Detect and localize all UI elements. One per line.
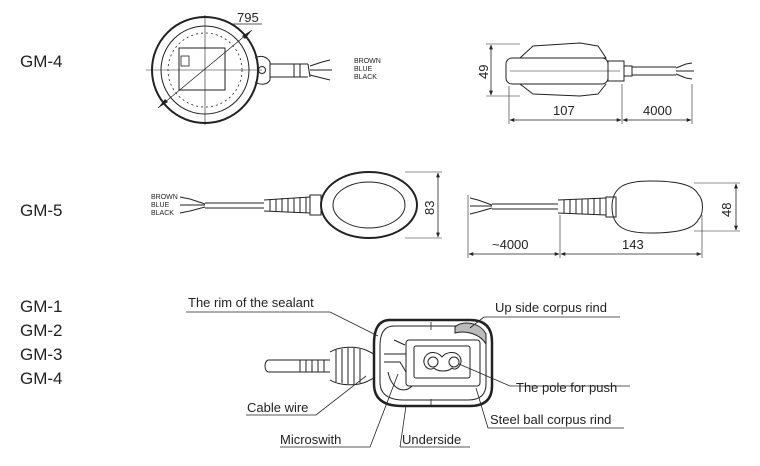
label-microswitch: Microswith [280, 432, 341, 447]
model-list-item-3: GM-3 [20, 345, 63, 364]
gm4-top-view [146, 15, 332, 125]
gm4-height-dim: 49 [476, 65, 491, 79]
gm4-diameter-dim: 795 [237, 10, 259, 25]
label-underside: Underside [402, 432, 461, 447]
section-view [186, 311, 630, 448]
gm5-top-height-dim: 83 [422, 201, 437, 215]
gm5-side-height-dim: 48 [719, 203, 734, 217]
gm4-cable-dim: 4000 [643, 103, 672, 118]
gm5-side-view [467, 180, 740, 258]
gm4-side-view [486, 42, 694, 124]
gm4-length-dim: 107 [553, 103, 575, 118]
label-up-side-corpus-rind: Up side corpus rind [495, 300, 607, 315]
gm5-wire-blue: BLUE [151, 202, 170, 209]
gm5-length-dim: 143 [622, 237, 644, 252]
gm5-cable-dim: ~4000 [492, 237, 529, 252]
label-steel-ball-corpus-rind: Steel ball corpus rind [490, 412, 611, 427]
label-cable-wire: Cable wire [247, 400, 308, 415]
model-label-gm5: GM-5 [20, 201, 63, 220]
gm5-wire-brown: BROWN [151, 194, 178, 201]
label-pole-for-push: The pole for push [516, 380, 617, 395]
gm4-wire-black: BLACK [354, 74, 377, 81]
model-label-gm4: GM-4 [20, 52, 63, 71]
label-rim-of-sealant: The rim of the sealant [188, 295, 314, 310]
gm4-wire-blue: BLUE [354, 66, 373, 73]
model-list-item-4: GM-4 [20, 369, 63, 388]
model-list-item-1: GM-1 [20, 297, 63, 316]
gm4-wire-brown: BROWN [354, 58, 381, 65]
gm5-wire-black: BLACK [151, 210, 174, 217]
model-list-item-2: GM-2 [20, 321, 63, 340]
gm5-top-view [179, 171, 442, 239]
